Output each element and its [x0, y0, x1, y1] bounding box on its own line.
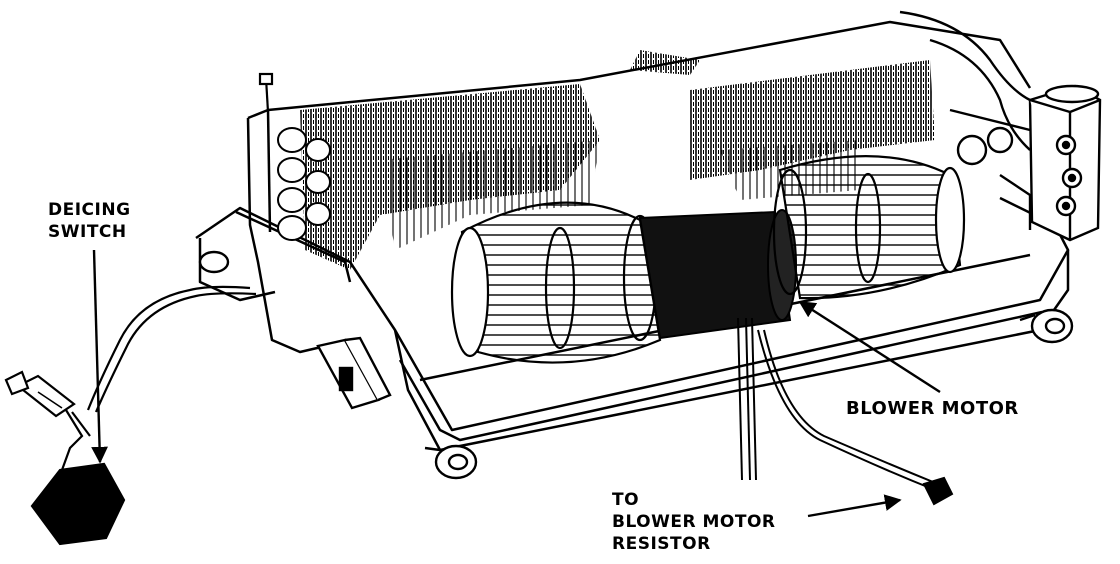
leader-arrows: [91, 249, 941, 518]
deicing-switch-label-line-1: DEICING: [48, 200, 131, 220]
resistor-label-line-1: TO: [612, 490, 640, 510]
left-blower-wheel: [450, 201, 662, 364]
blower-motor-arrow: [798, 300, 941, 394]
resistor-arrow: [807, 494, 902, 518]
blower-motor-resistor-label: TO BLOWER MOTOR RESISTOR: [612, 489, 776, 555]
blower-motor: [638, 209, 797, 340]
deicing-switch-assembly: [4, 285, 257, 546]
blower-motor-label: BLOWER MOTOR: [846, 398, 1019, 419]
expansion-valve: [1028, 84, 1102, 242]
resistor-label-line-2: BLOWER MOTOR: [612, 512, 776, 532]
refrigerant-lines: [899, 10, 1032, 230]
mounting-bracket: [316, 336, 392, 410]
drain-fittings: [198, 250, 1074, 480]
deicing-switch-label-line-2: SWITCH: [48, 222, 127, 242]
resistor-connector: [922, 476, 954, 506]
deicing-switch-label: DEICING SWITCH: [48, 199, 131, 243]
temperature-probe: [258, 72, 274, 113]
right-blower-wheel: [772, 155, 966, 300]
deicing-switch-arrow: [91, 249, 108, 464]
evaporator-core: [300, 50, 935, 270]
motor-wires: [737, 317, 939, 491]
resistor-label-line-3: RESISTOR: [612, 534, 711, 554]
coil-tube-ends: [277, 127, 331, 241]
